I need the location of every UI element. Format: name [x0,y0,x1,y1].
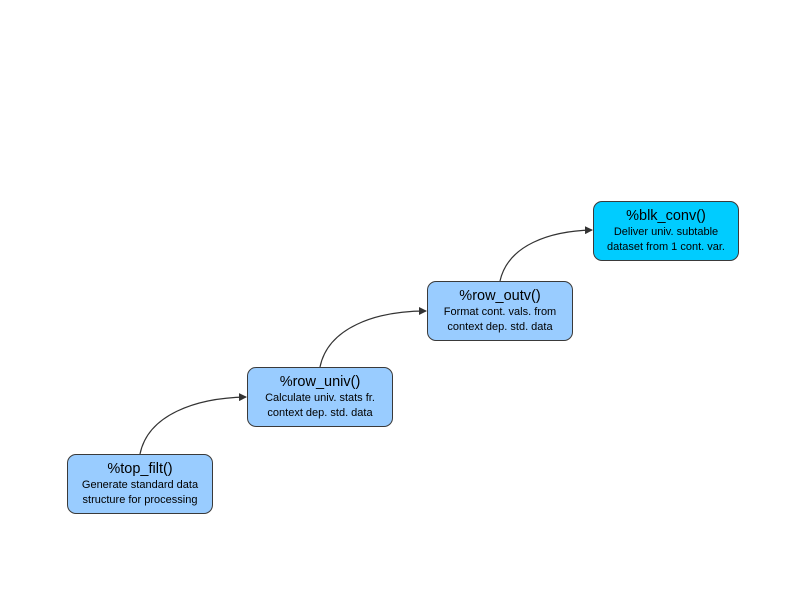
node-description-line-1: Generate standard data [81,479,199,491]
node-title: %row_outv() [459,288,541,304]
connector-top-filt-to-row-univ [139,393,247,455]
node-title: %row_univ() [279,374,361,390]
connector-row-univ-to-row-outv [319,307,427,368]
node-description-line-2: structure for processing [82,494,198,506]
connector-row-outv-to-blk-conv [499,226,593,282]
node-top-filt[interactable]: %top_filt() Generate standard data struc… [67,454,213,514]
node-row-outv[interactable]: %row_outv() Format cont. vals. from cont… [427,281,573,341]
node-description-line-2: context dep. std. data [447,321,553,333]
node-title: %top_filt() [107,461,173,477]
node-description-line-2: context dep. std. data [267,407,373,419]
node-description-line-1: Format cont. vals. from [443,306,557,318]
node-description-line-1: Deliver univ. subtable [613,226,719,238]
node-title: %blk_conv() [626,208,706,224]
node-blk-conv[interactable]: %blk_conv() Deliver univ. subtable datas… [593,201,739,261]
node-description-line-1: Calculate univ. stats fr. [265,392,375,404]
node-description-line-2: dataset from 1 cont. var. [606,241,725,253]
node-row-univ[interactable]: %row_univ() Calculate univ. stats fr. co… [247,367,393,427]
